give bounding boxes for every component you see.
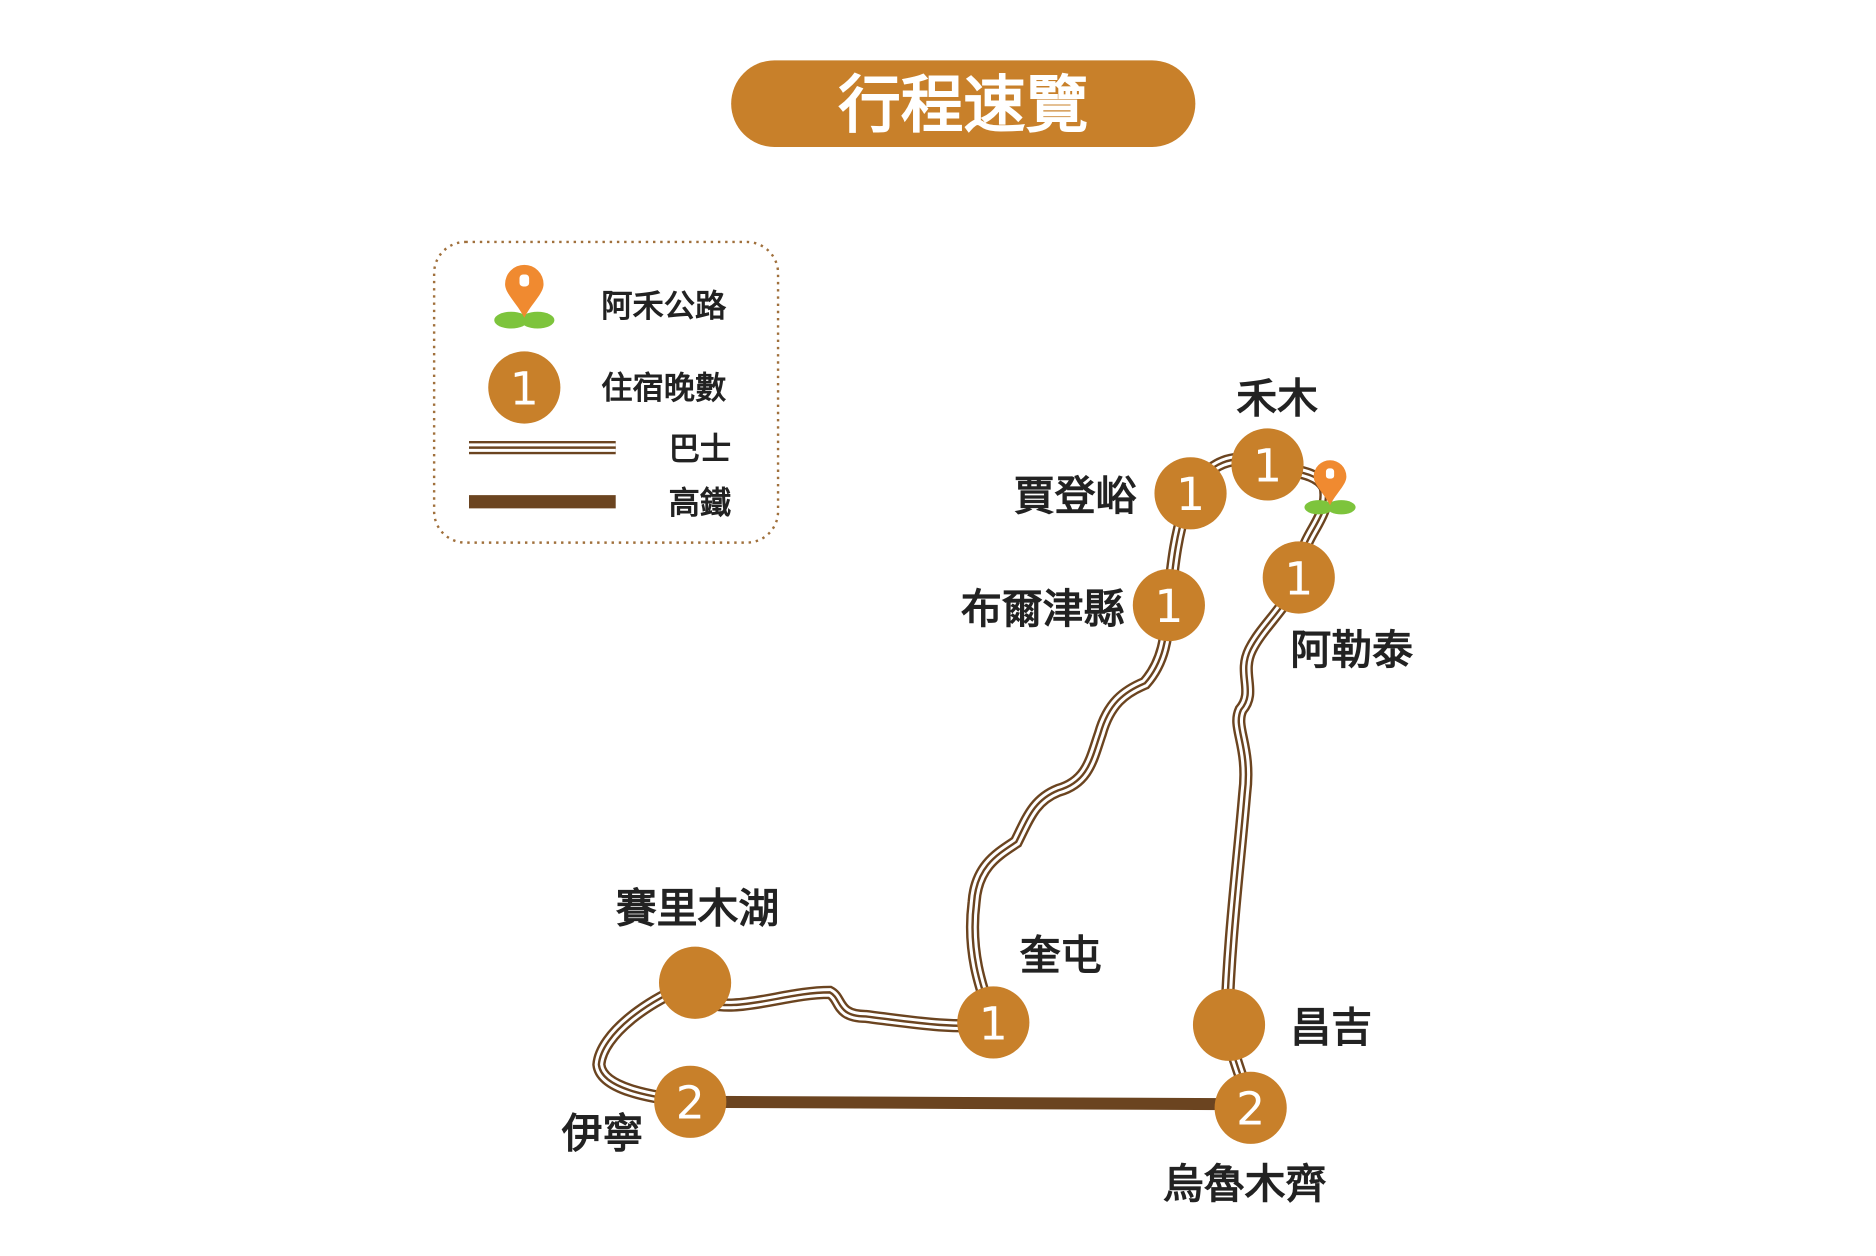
bus-route xyxy=(592,976,702,1109)
stop-nights: 1 xyxy=(979,997,1008,1050)
stop-marker xyxy=(1192,988,1266,1061)
rail-route xyxy=(690,1095,1251,1111)
stop-label: 禾木 xyxy=(1236,375,1318,423)
stop-nights: 1 xyxy=(1154,580,1183,633)
title-banner: 行程速覽 xyxy=(731,60,1196,147)
stop-marker xyxy=(1214,1071,1287,1144)
stop-1: 1 賈登峪 xyxy=(1014,457,1227,530)
legend: 阿禾公路 1 住宿晚數 巴士 高鐵 xyxy=(432,240,780,544)
stop-2: 1 布爾津縣 xyxy=(961,569,1205,642)
stop-marker xyxy=(1154,457,1227,530)
stop-4: 賽里木湖 xyxy=(616,885,780,1019)
stop-label: 昌吉 xyxy=(1290,1004,1372,1052)
stop-nights: 2 xyxy=(1236,1083,1265,1136)
stop-marker xyxy=(1132,569,1205,642)
stop-label: 布爾津縣 xyxy=(961,585,1125,633)
stop-marker xyxy=(659,946,732,1019)
stop-nights: 2 xyxy=(676,1077,705,1130)
stop-label: 賽里木湖 xyxy=(616,885,780,933)
stop-label: 烏魯木齊 xyxy=(1163,1160,1327,1208)
stop-nights: 1 xyxy=(1176,468,1205,521)
page-title: 行程速覽 xyxy=(838,68,1088,142)
stop-5: 1奎屯 xyxy=(957,932,1102,1059)
stop-marker xyxy=(654,1065,727,1138)
legend-road-label: 阿禾公路 xyxy=(601,289,727,325)
stop-label: 伊寧 xyxy=(561,1110,644,1158)
stop-marker xyxy=(1262,541,1335,614)
stop-0: 1 禾木 xyxy=(1231,375,1318,501)
legend-rail-label: 高鐵 xyxy=(669,486,732,522)
stop-label: 阿勒泰 xyxy=(1290,626,1413,674)
stop-6: 昌吉 xyxy=(1192,988,1372,1061)
bus-route xyxy=(688,985,1000,1033)
legend-bus-label: 巴士 xyxy=(669,432,732,468)
legend-nights-sample: 1 xyxy=(510,362,539,415)
stop-nights: 1 xyxy=(1253,439,1282,492)
stop-label: 賈登峪 xyxy=(1014,472,1138,520)
stop-label: 奎屯 xyxy=(1020,932,1102,980)
map-pin-icon xyxy=(494,264,555,329)
stop-3: 1 阿勒泰 xyxy=(1262,541,1413,674)
road-pin-icon xyxy=(1304,460,1356,515)
stop-7: 2 伊寧 xyxy=(561,1065,727,1158)
stop-marker xyxy=(1231,428,1304,501)
legend-nights-label: 住宿晚數 xyxy=(601,370,727,406)
stop-marker xyxy=(957,986,1030,1059)
legend-nights-circle xyxy=(488,351,561,424)
stop-8: 2 烏魯木齊 xyxy=(1163,1071,1327,1208)
stop-nights: 1 xyxy=(1284,552,1313,605)
